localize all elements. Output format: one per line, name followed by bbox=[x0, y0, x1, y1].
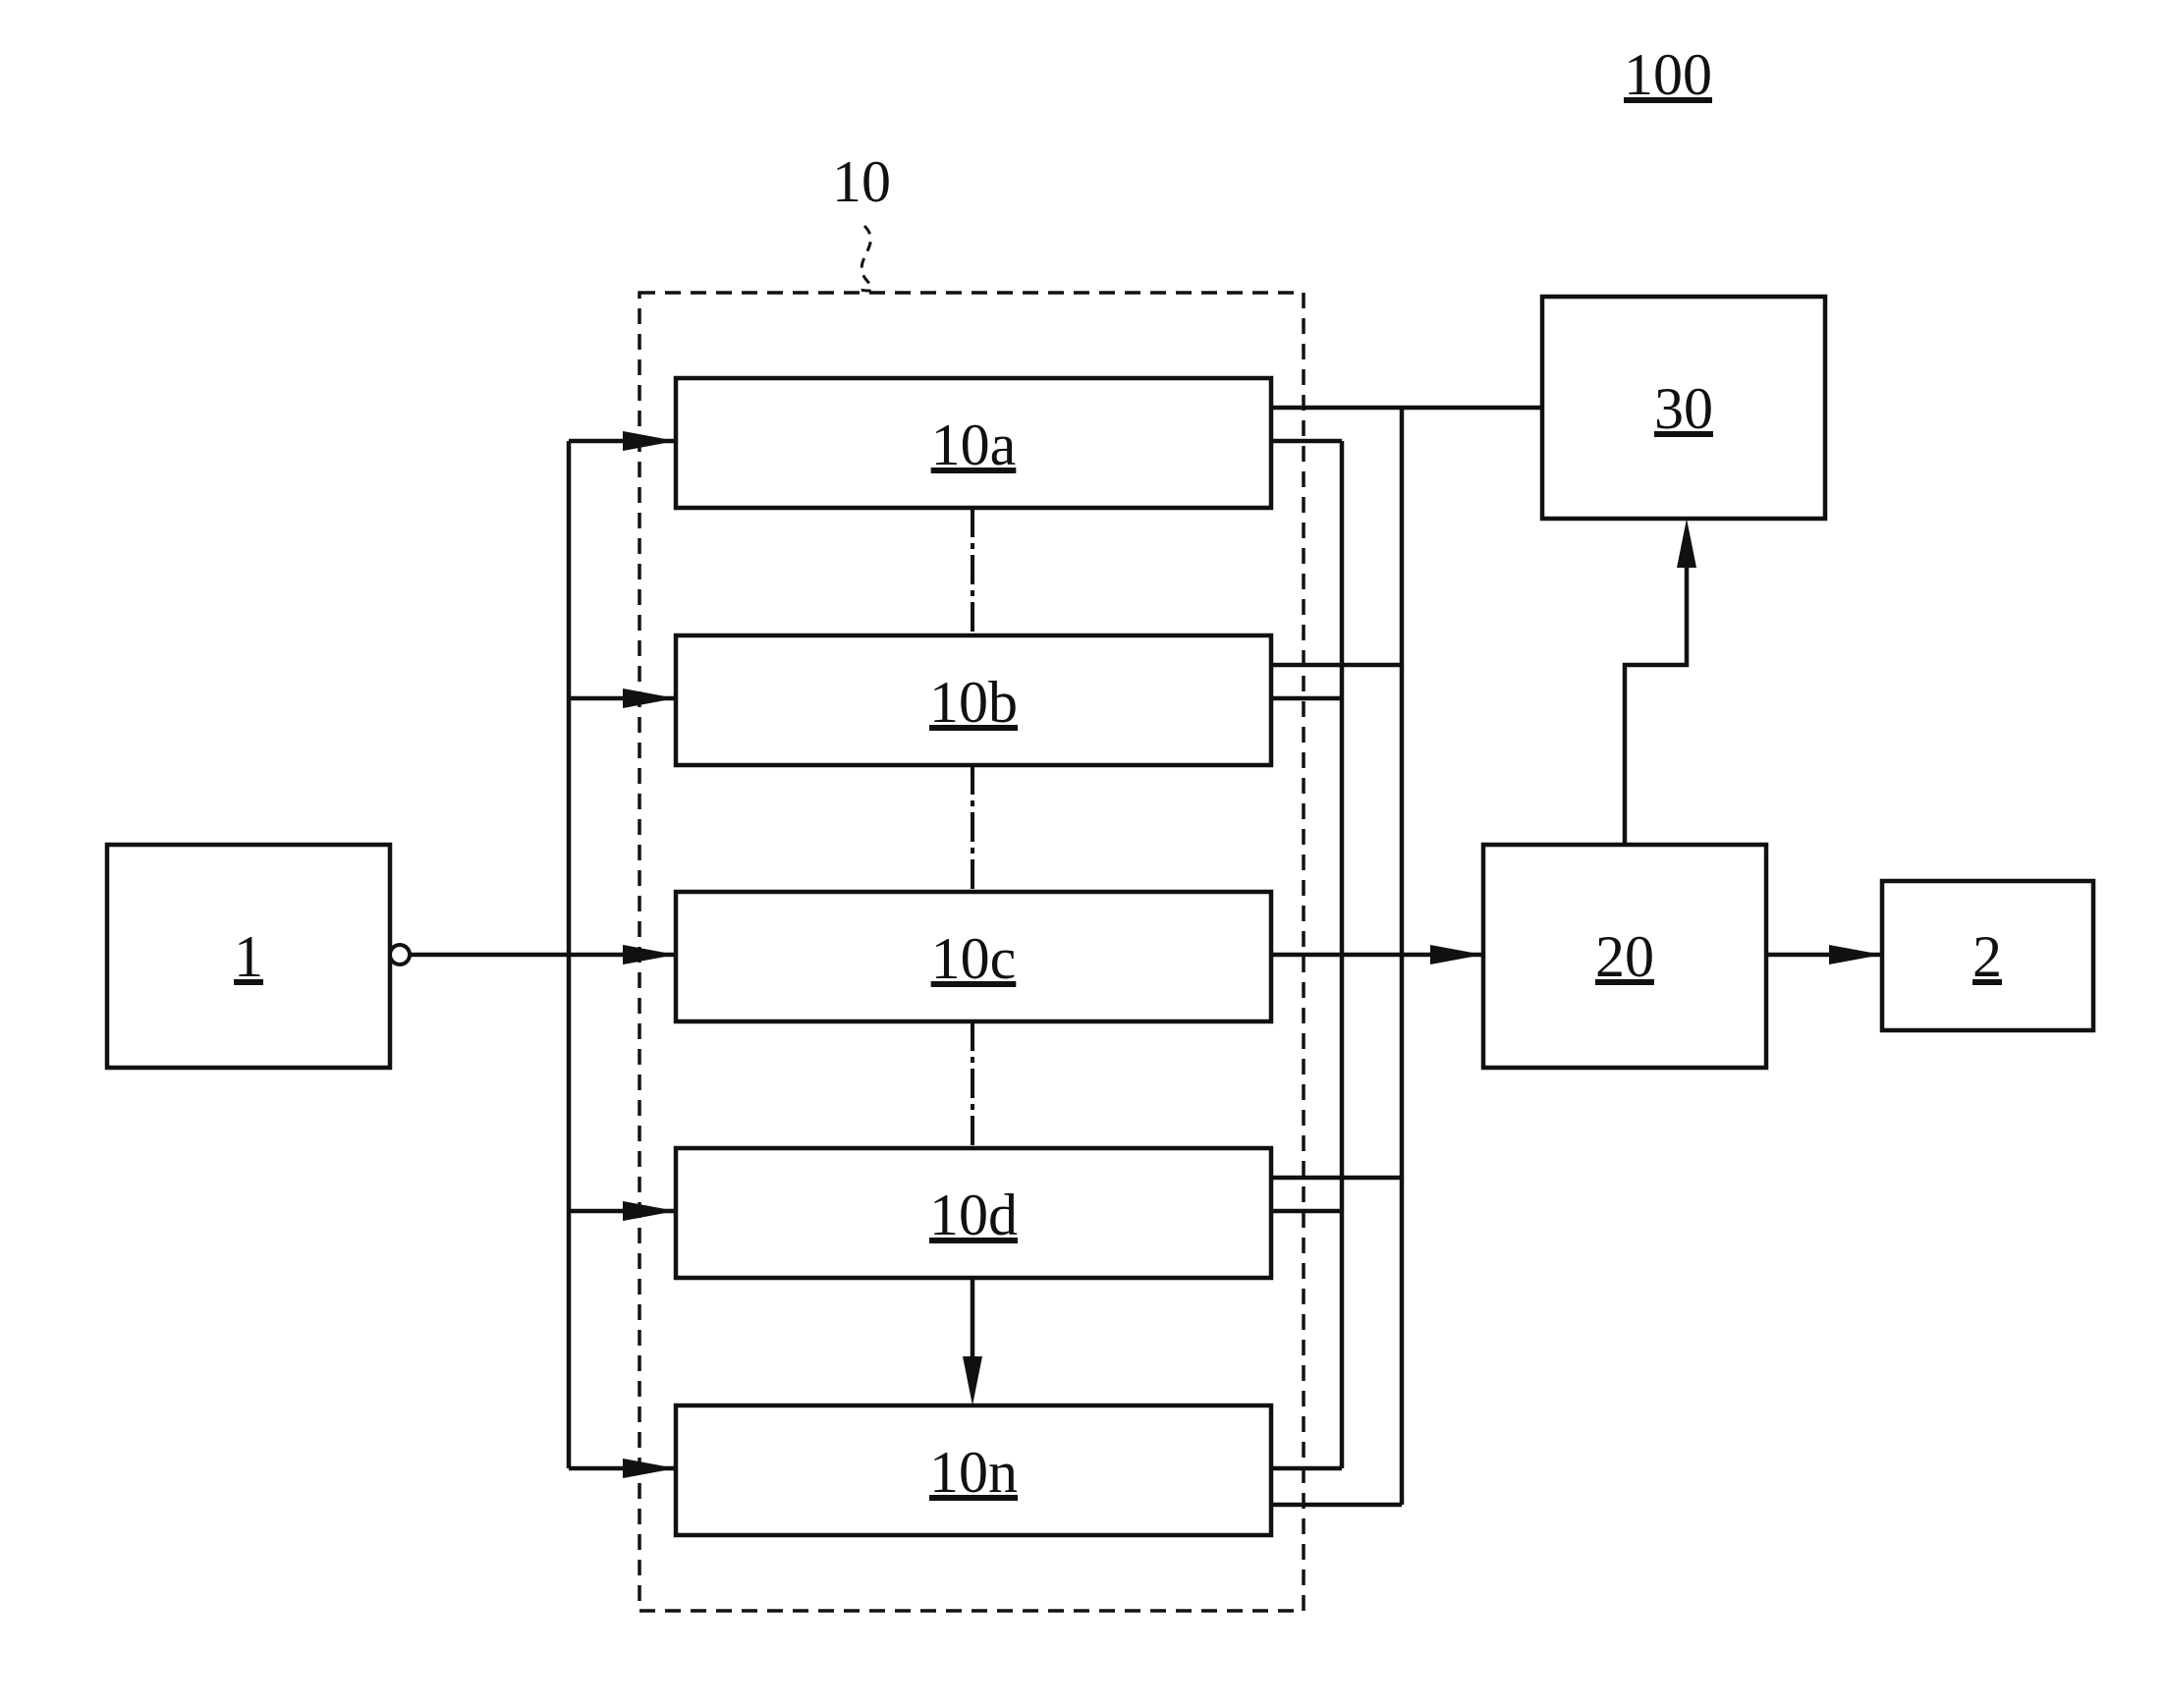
sub-block-10d: 10d bbox=[676, 1148, 1271, 1278]
source-output-node bbox=[390, 945, 410, 964]
sub-block-10b: 10b bbox=[676, 635, 1271, 765]
sub-block-10c: 10c bbox=[676, 892, 1271, 1021]
group-leader-line bbox=[861, 226, 872, 293]
group-label: 10 bbox=[832, 149, 891, 214]
link-20-to-30 bbox=[1625, 519, 1696, 845]
sub-block-10n-label: 10n bbox=[929, 1440, 1018, 1505]
sub-block-10a: 10a bbox=[676, 378, 1271, 508]
controller-block-label: 30 bbox=[1654, 376, 1713, 441]
sub-block-10b-label: 10b bbox=[929, 670, 1018, 735]
processor-block: 20 bbox=[1483, 845, 1766, 1068]
source-block: 1 bbox=[107, 845, 390, 1068]
controller-block: 30 bbox=[1542, 297, 1825, 519]
input-bus bbox=[409, 431, 676, 1478]
sub-block-10n: 10n bbox=[676, 1405, 1271, 1535]
system-label: 100 bbox=[1624, 42, 1712, 107]
output-block: 2 bbox=[1882, 881, 2093, 1030]
link-20-to-2 bbox=[1766, 945, 1882, 964]
processor-block-label: 20 bbox=[1595, 924, 1654, 989]
output-block-label: 2 bbox=[1972, 924, 2002, 989]
source-block-label: 1 bbox=[234, 924, 263, 989]
sub-block-10c-label: 10c bbox=[931, 926, 1017, 991]
sub-block-10a-label: 10a bbox=[931, 413, 1017, 477]
sub-block-10d-label: 10d bbox=[929, 1183, 1018, 1247]
